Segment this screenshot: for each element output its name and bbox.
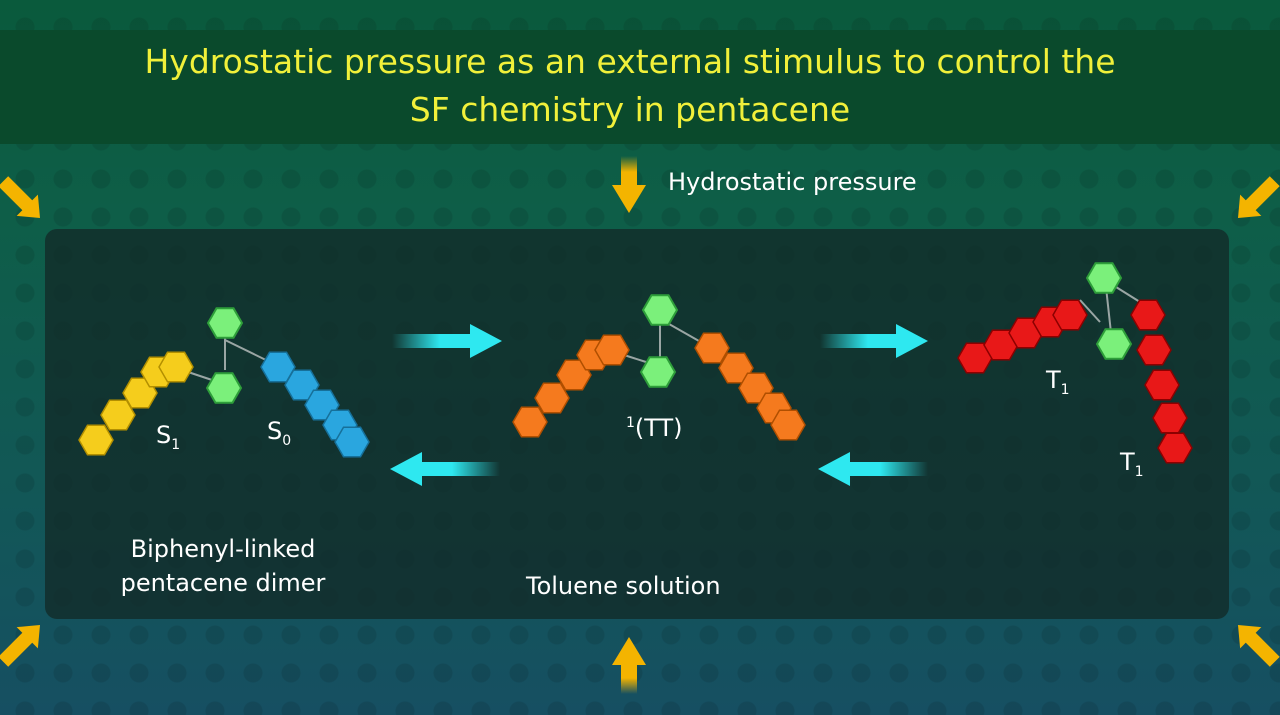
state-label-t1-a: T1 <box>1046 366 1070 398</box>
pressure-arrow-bottom <box>612 637 646 694</box>
pressure-arrow-top-right <box>1238 176 1280 218</box>
dimer-caption-line-2: pentacene dimer <box>120 569 326 597</box>
t1a-letter: T <box>1046 366 1061 394</box>
title-line-1: Hydrostatic pressure as an external stim… <box>144 42 1116 81</box>
state-label-s0: S0 <box>267 417 291 449</box>
title: Hydrostatic pressure as an external stim… <box>0 38 1260 134</box>
s1-letter: S <box>156 421 172 449</box>
s1-subscript: 1 <box>171 436 181 453</box>
solution-caption: Toluene solution <box>526 572 721 600</box>
state-label-tt: 1(TT) <box>626 414 683 442</box>
toluene-solution-panel <box>45 229 1229 619</box>
pressure-arrow-bottom-right <box>1238 625 1280 667</box>
pressure-arrow-bottom-left <box>0 625 40 667</box>
pentacene-dimer-s1-s0 <box>78 307 370 458</box>
state-label-t1-b: T1 <box>1120 448 1144 480</box>
state-label-s1: S1 <box>156 421 180 453</box>
arrow-forward-1 <box>392 324 502 358</box>
title-banner <box>0 30 1280 144</box>
s0-letter: S <box>267 417 283 445</box>
t1a-subscript: 1 <box>1060 381 1070 398</box>
arrow-back-1 <box>390 452 500 486</box>
pentacene-tt-left <box>512 334 630 438</box>
pentacene-tt-right <box>694 332 806 441</box>
pressure-arrow-top-left <box>0 176 40 218</box>
dimer-caption-line-1: Biphenyl-linked <box>130 535 316 563</box>
s0-subscript: 0 <box>282 432 292 449</box>
arrow-back-2 <box>818 452 928 486</box>
pentacene-dimer-t1-t1 <box>957 262 1193 464</box>
tt-superscript: 1 <box>626 415 635 431</box>
t1b-letter: T <box>1120 448 1135 476</box>
arrow-forward-2 <box>820 324 928 358</box>
pentacene-t1-vertical <box>1130 299 1193 464</box>
dimer-caption: Biphenyl-linked pentacene dimer <box>108 532 338 600</box>
hydrostatic-pressure-label: Hydrostatic pressure <box>668 168 917 196</box>
pentacene-t1-horizontal <box>957 299 1088 374</box>
title-line-2: SF chemistry in pentacene <box>409 90 851 129</box>
tt-text: (TT) <box>634 414 683 442</box>
pressure-arrow-top <box>612 156 646 213</box>
t1b-subscript: 1 <box>1134 463 1144 480</box>
pentacene-dimer-tt <box>512 294 806 441</box>
